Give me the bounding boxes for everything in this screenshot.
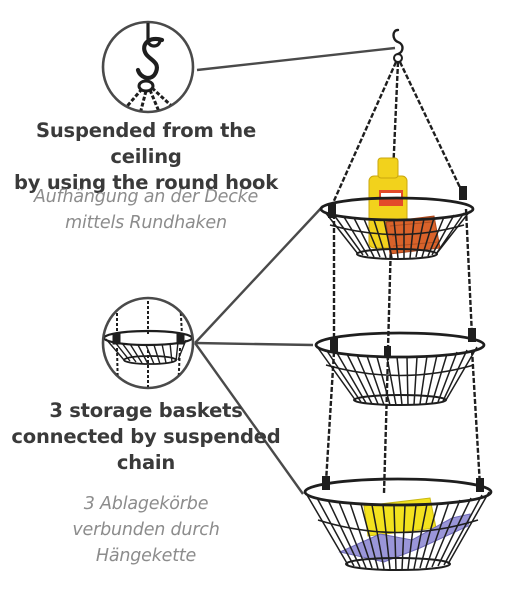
basket-inset	[101, 296, 195, 390]
hook-caption-german: Aufhängung an der Decke mittels Rundhake…	[0, 184, 292, 236]
hook-caption-german-line-2: mittels Rundhaken	[65, 213, 227, 233]
basket-caption-german: 3 Ablagekörbe verbunden durch Hängekette	[0, 491, 292, 569]
three-tier-hanging-basket	[303, 28, 493, 571]
bottom-basket	[303, 476, 493, 571]
hook-caption-english-line-2: by using the round hook	[13, 171, 279, 194]
hook-caption-english: Suspended from the ceiling by using the …	[0, 118, 292, 196]
middle-basket	[314, 328, 486, 406]
basket-caption-english-line-1: 3 storage baskets	[49, 399, 243, 422]
top-chains	[331, 61, 468, 204]
bottom-chains	[324, 349, 482, 494]
basket-caption-german-line-2: verbunden durch	[72, 520, 220, 540]
hook-leader-line	[196, 46, 396, 72]
basket-caption-german-line-3: Hängekette	[95, 546, 197, 566]
top-basket	[319, 157, 475, 260]
basket-caption-english-line-2: connected by suspended	[11, 425, 281, 448]
basket-leader-line-middle	[194, 341, 314, 347]
basket-caption-english-line-3: chain	[116, 451, 176, 474]
basket-detail-icon	[104, 299, 192, 387]
basket-leader-line-bottom	[194, 342, 304, 495]
basket-leader-line-top	[194, 205, 324, 344]
leader-lines	[194, 46, 396, 495]
round-hook-inset	[101, 20, 195, 114]
basket-caption-german-line-1: 3 Ablagekörbe	[83, 494, 209, 514]
top-hook	[392, 28, 404, 63]
round-hook-icon	[120, 23, 178, 111]
hook-caption-german-line-1: Aufhängung an der Decke	[33, 187, 259, 207]
basket-caption-english: 3 storage baskets connected by suspended…	[0, 398, 292, 476]
hook-caption-english-line-1: Suspended from the ceiling	[36, 119, 256, 168]
